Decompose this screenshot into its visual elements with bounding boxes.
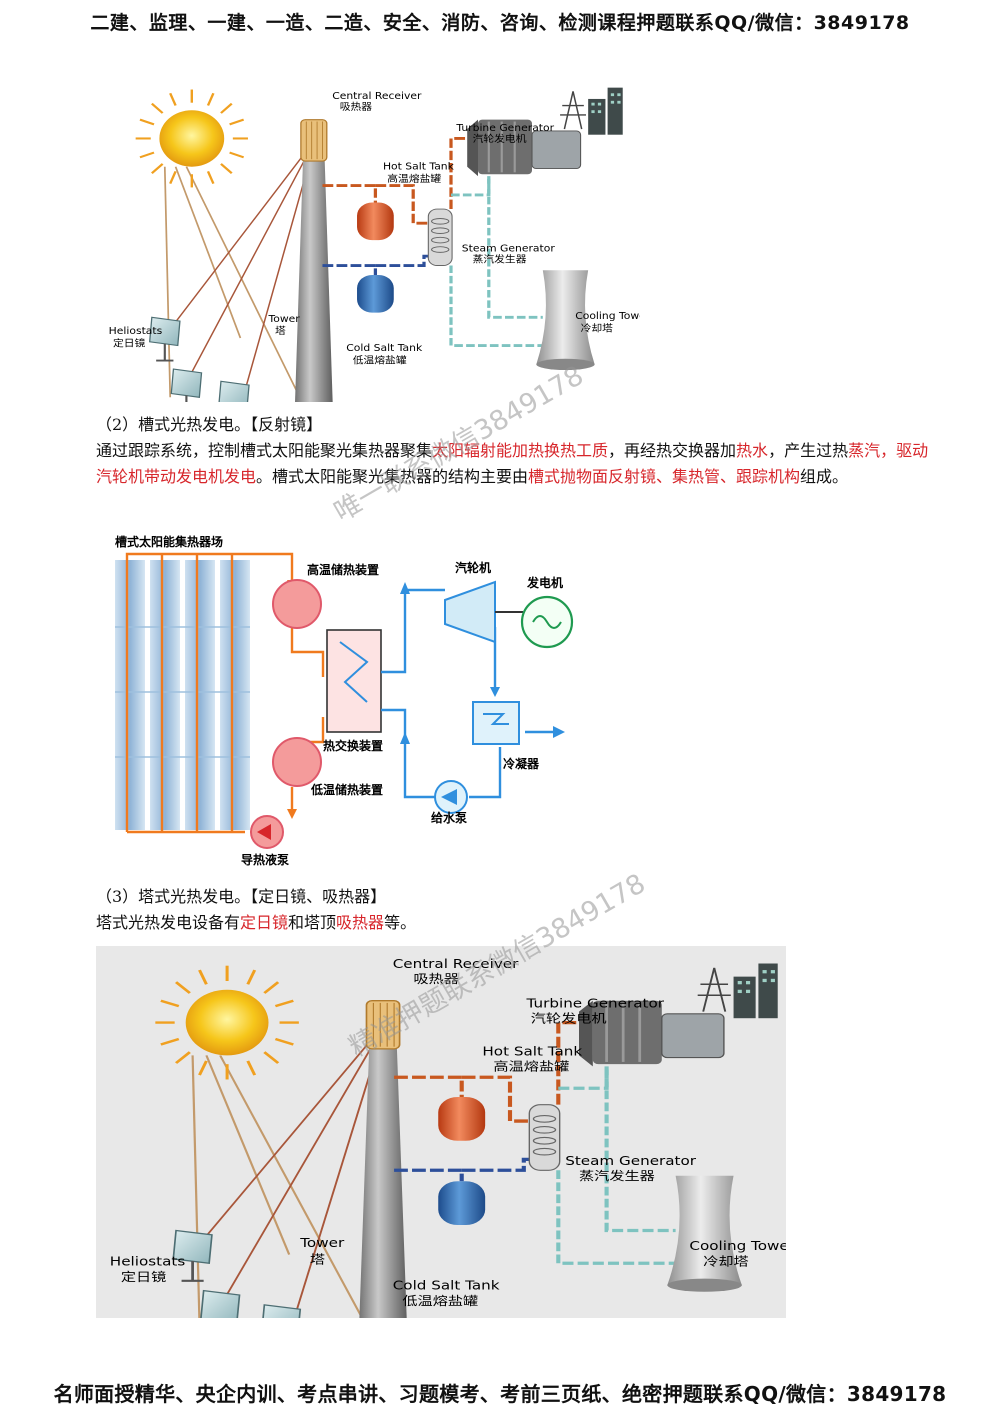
label-generator: 发电机 bbox=[526, 575, 563, 590]
s2-text-1: 通过跟踪系统，控制槽式太阳能聚光集热器聚集 bbox=[96, 441, 433, 460]
label-cold-storage: 低温储热装置 bbox=[310, 782, 383, 797]
label-cold-salt-tank-2: Cold Salt Tank bbox=[393, 1279, 500, 1293]
header-banner: 二建、监理、一建、一造、二造、安全、消防、咨询、检测课程押题联系QQ/微信：38… bbox=[90, 12, 910, 34]
label-tower-cn-2: 塔 bbox=[310, 1253, 326, 1267]
label-feed-pump: 给水泵 bbox=[431, 810, 467, 825]
s2-text-8: 槽式抛物面反射镜、集热管、跟踪机构 bbox=[528, 467, 801, 486]
label-hot-salt-tank: Hot Salt Tank bbox=[383, 162, 454, 172]
trough-diagram-art: 槽式太阳能集热器场 高温储热装置 汽轮机 发电机 热交换装置 冷凝器 低温储热装… bbox=[115, 534, 574, 867]
label-hot-salt-tank-cn: 高温熔盐罐 bbox=[387, 172, 441, 184]
s2-text-9: 组成。 bbox=[800, 467, 849, 486]
label-hot-storage: 高温储热装置 bbox=[307, 562, 379, 577]
collector-field bbox=[115, 560, 250, 830]
label-cold-salt-tank-cn: 低温熔盐罐 bbox=[353, 354, 407, 366]
tower-diagram-top: Central Receiver 吸热器 Hot Salt Tank 高温熔盐罐… bbox=[100, 82, 651, 402]
label-turbine: 汽轮机 bbox=[455, 560, 491, 575]
label-turbine-generator-cn-2: 汽轮发电机 bbox=[531, 1012, 607, 1026]
tower-diagram-top-art: Central Receiver 吸热器 Hot Salt Tank 高温熔盐罐… bbox=[109, 82, 651, 402]
label-heat-exchanger: 热交换装置 bbox=[323, 738, 383, 753]
label-steam-generator-2: Steam Generator bbox=[565, 1154, 696, 1168]
s3-text-3: 和塔顶 bbox=[288, 913, 337, 932]
section3-paragraph: 塔式光热发电设备有定日镜和塔顶吸热器等。 bbox=[96, 910, 936, 936]
label-tower: Tower bbox=[267, 315, 300, 325]
label-steam-generator-cn: 蒸汽发生器 bbox=[473, 253, 527, 265]
s2-text-4: 热水 bbox=[736, 441, 769, 460]
s2-text-6: 蒸汽，驱动汽轮机带动发电机发电 bbox=[96, 441, 929, 486]
s3-text-1: 塔式光热发电设备有 bbox=[96, 913, 241, 932]
s2-text-7: 。槽式太阳能聚光集热器的结构主要由 bbox=[256, 467, 529, 486]
label-heliostats-2: Heliostats bbox=[110, 1255, 185, 1269]
label-turbine-generator-2: Turbine Generator bbox=[525, 997, 664, 1011]
tower-diagram-bottom-art: Central Receiver 吸热器 Hot Salt Tank 高温熔盐罐… bbox=[110, 957, 795, 1318]
label-central-receiver-cn-2: 吸热器 bbox=[413, 973, 459, 987]
label-cooling-tower-cn: 冷却塔 bbox=[581, 322, 613, 334]
label-hot-salt-tank-2: Hot Salt Tank bbox=[482, 1045, 582, 1059]
s2-text-5: ，产生过热 bbox=[768, 441, 849, 460]
s3-text-2: 定日镜 bbox=[240, 913, 289, 932]
tower-diagram-bottom: Central Receiver 吸热器 Hot Salt Tank 高温熔盐罐… bbox=[96, 946, 795, 1318]
label-central-receiver-cn: 吸热器 bbox=[340, 101, 372, 113]
trough-diagram: 槽式太阳能集热器场 高温储热装置 汽轮机 发电机 热交换装置 冷凝器 低温储热装… bbox=[105, 532, 575, 872]
label-cold-salt-tank-cn-2: 低温熔盐罐 bbox=[402, 1294, 478, 1308]
label-heliostats: Heliostats bbox=[109, 327, 163, 337]
footer-banner: 名师面授精华、央企内训、考点串讲、习题模考、考前三页纸、绝密押题联系QQ/微信：… bbox=[53, 1382, 947, 1406]
label-tower-cn: 塔 bbox=[275, 325, 286, 337]
label-oil-pump: 导热液泵 bbox=[241, 852, 289, 867]
section3-heading: （3）塔式光热发电。【定日镜、吸热器】 bbox=[96, 887, 387, 906]
s2-text-2: 太阳辐射能加热换热工质 bbox=[432, 441, 609, 460]
label-cold-salt-tank: Cold Salt Tank bbox=[346, 344, 422, 354]
s3-text-5: 等。 bbox=[384, 913, 417, 932]
label-cooling-tower: Cooling Tower bbox=[575, 312, 640, 322]
label-turbine-generator: Turbine Generator bbox=[455, 124, 555, 134]
section2-paragraph: 通过跟踪系统，控制槽式太阳能聚光集热器聚集太阳辐射能加热换热工质，再经热交换器加… bbox=[96, 438, 936, 490]
label-central-receiver-2: Central Receiver bbox=[393, 957, 519, 971]
label-turbine-generator-cn: 汽轮发电机 bbox=[473, 133, 527, 145]
label-hot-salt-tank-cn-2: 高温熔盐罐 bbox=[493, 1059, 569, 1074]
label-steam-generator: Steam Generator bbox=[462, 244, 556, 254]
s2-text-3: ，再经热交换器加 bbox=[608, 441, 737, 460]
s3-text-4: 吸热器 bbox=[336, 913, 385, 932]
label-cooling-tower-2: Cooling Tower bbox=[689, 1240, 786, 1254]
label-condenser: 冷凝器 bbox=[503, 756, 540, 771]
label-heliostats-cn: 定日镜 bbox=[113, 337, 145, 349]
label-tower-2: Tower bbox=[299, 1236, 344, 1250]
label-heliostats-cn-2: 定日镜 bbox=[121, 1270, 167, 1284]
section2-heading: （2）槽式光热发电。【反射镜】 bbox=[96, 415, 323, 434]
label-collector-field: 槽式太阳能集热器场 bbox=[115, 534, 223, 549]
label-cooling-tower-cn-2: 冷却塔 bbox=[703, 1255, 749, 1269]
label-steam-generator-cn-2: 蒸汽发生器 bbox=[579, 1170, 655, 1184]
label-central-receiver: Central Receiver bbox=[332, 92, 422, 102]
